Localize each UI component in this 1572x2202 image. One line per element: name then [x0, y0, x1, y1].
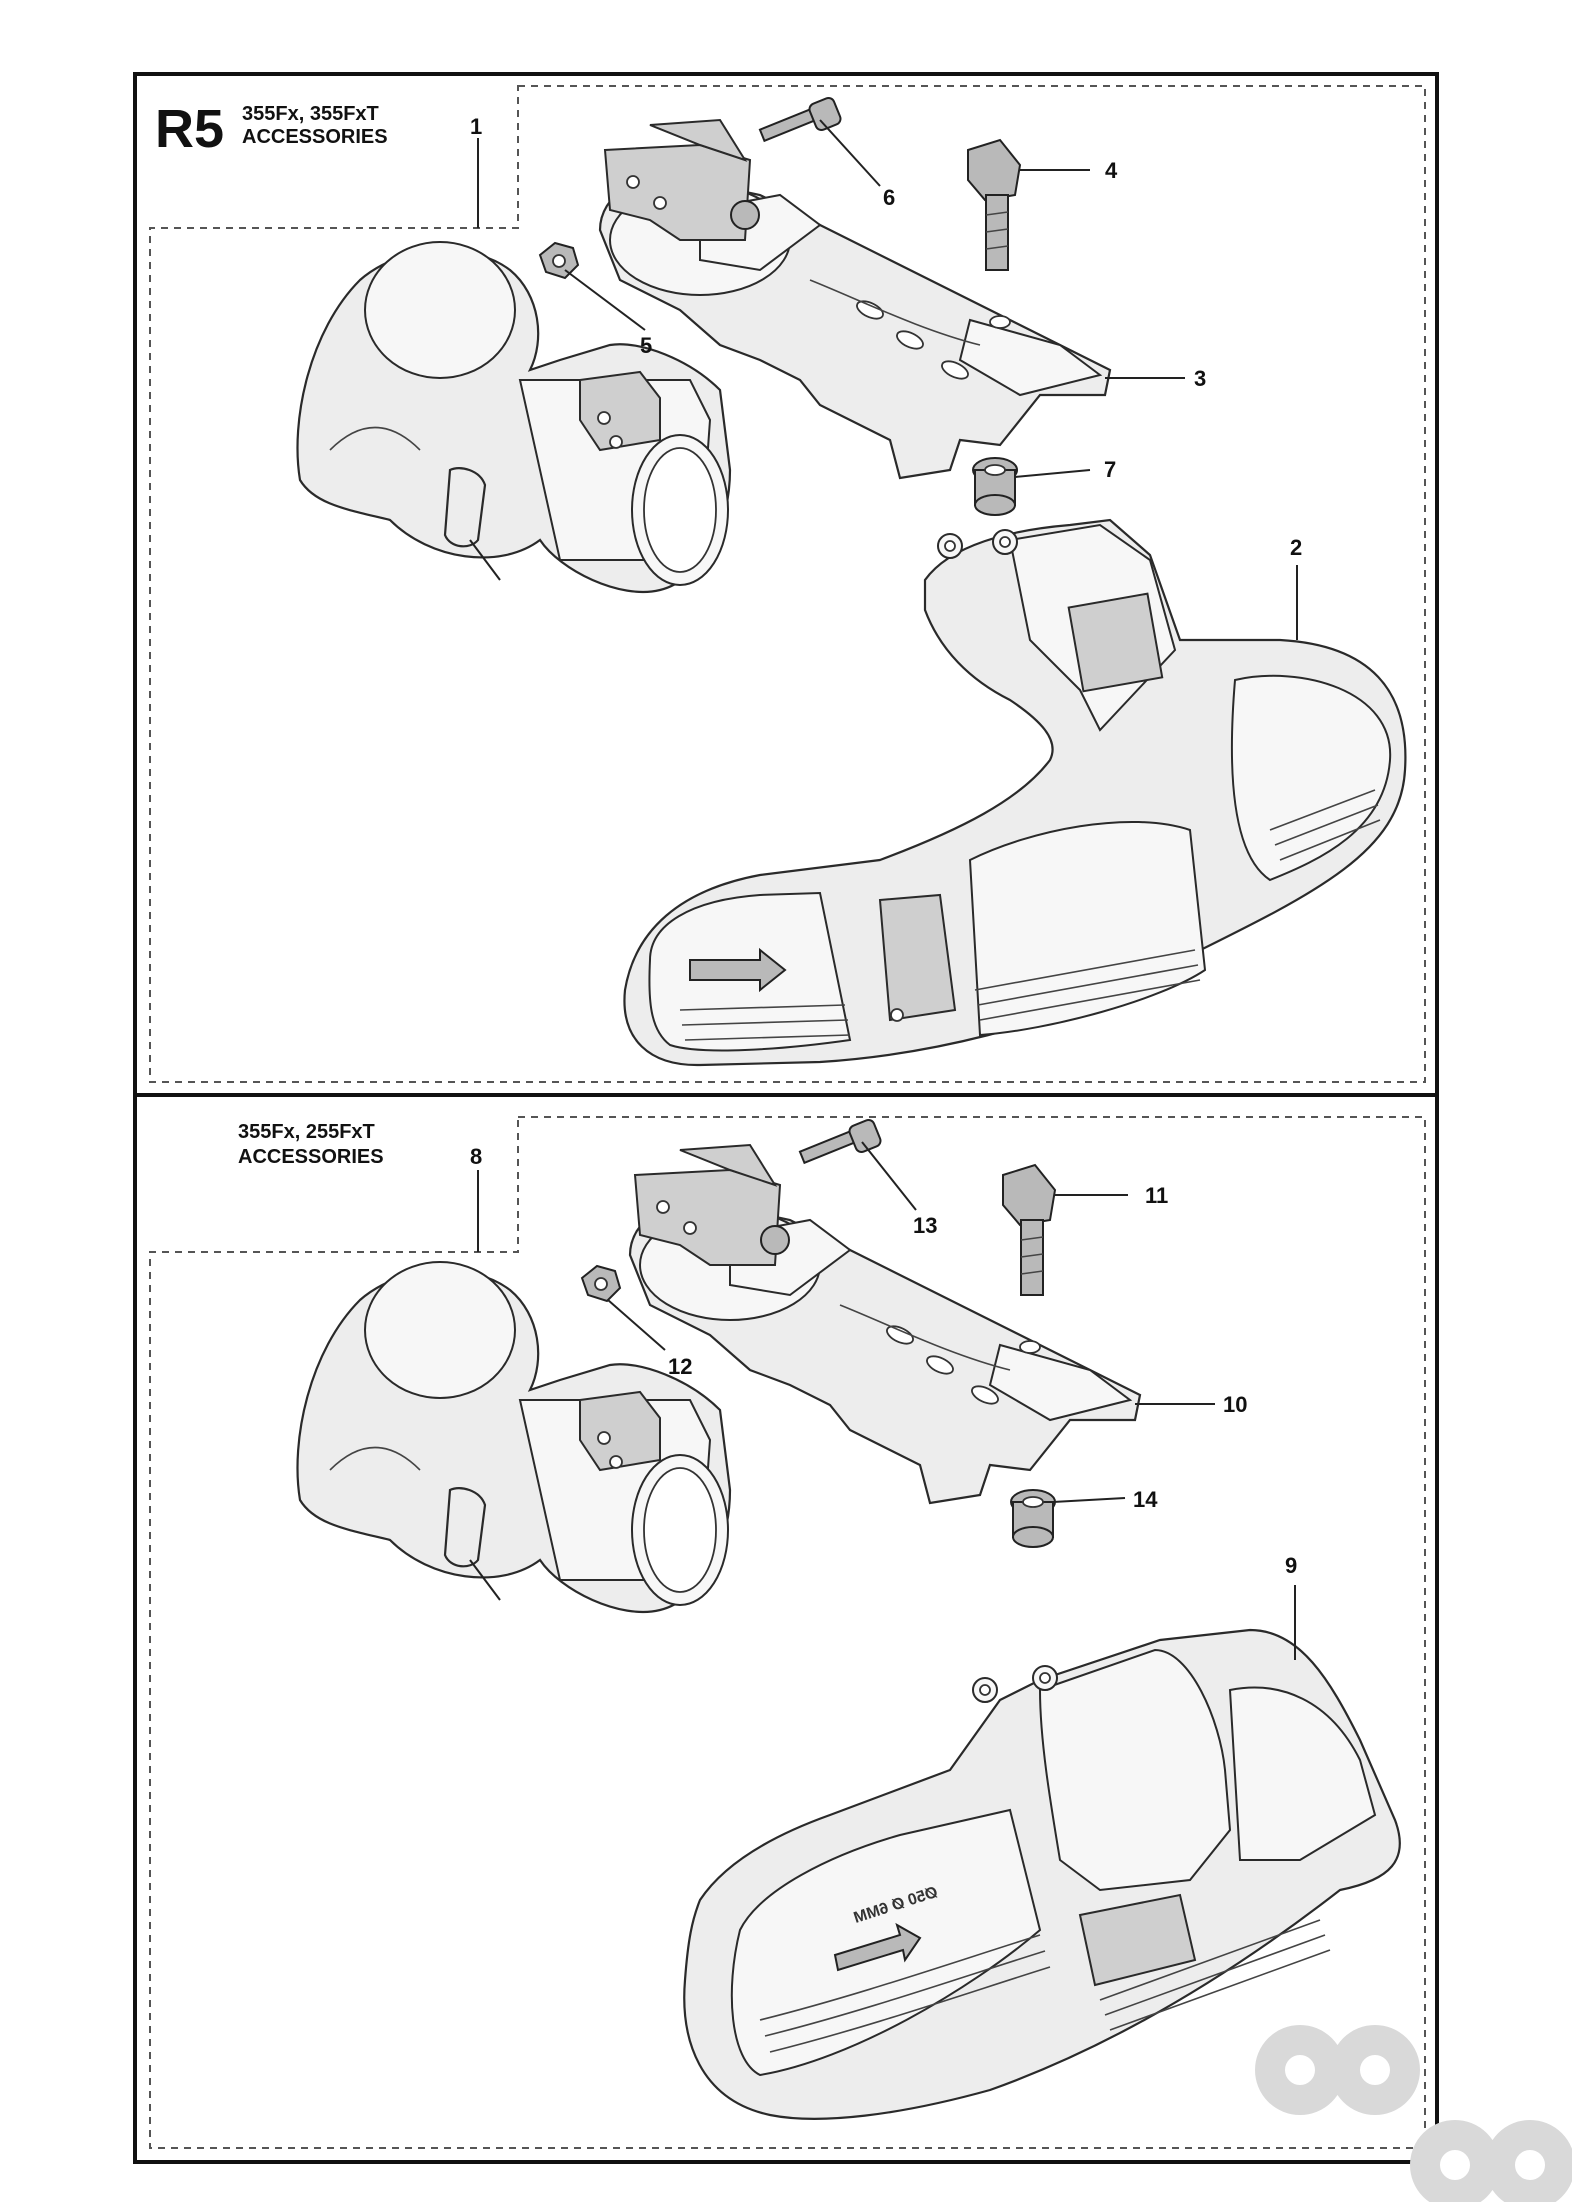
bottom-dashed-border	[149, 1116, 1426, 2149]
top-models: 355Fx, 355FxT	[242, 103, 379, 125]
top-dashed-border	[149, 85, 1426, 1083]
callout-6: 6	[883, 185, 895, 210]
top-title: ACCESSORIES	[242, 126, 388, 148]
callout-3: 3	[1194, 366, 1206, 391]
nut-bottom	[580, 1264, 622, 1303]
callout-7: 7	[1104, 457, 1116, 482]
bolt-bottom	[798, 1118, 882, 1165]
guard-top	[623, 518, 1407, 1067]
guard-bottom: Ø50 Ø 6MM	[683, 1628, 1401, 2120]
callout-4: 4	[1105, 158, 1118, 183]
callout-12: 12	[668, 1354, 692, 1379]
callout-5: 5	[640, 333, 652, 358]
bushing-top	[972, 457, 1018, 516]
guard-ribs-bottom	[759, 1919, 1331, 2053]
shaft-support-bottom	[628, 1143, 1142, 1505]
shaft-support-top	[598, 118, 1112, 480]
callout-10: 10	[1223, 1392, 1247, 1417]
watermark-logo	[1255, 2025, 1572, 2202]
bottom-title: ACCESSORIES	[238, 1146, 384, 1168]
bolt-top	[758, 96, 842, 143]
nut-top	[538, 241, 580, 280]
gear-housing-top	[296, 241, 732, 594]
callout-2: 2	[1290, 535, 1302, 560]
callout-11: 11	[1145, 1183, 1168, 1208]
bottom-models: 355Fx, 255FxT	[238, 1121, 375, 1143]
callout-13: 13	[913, 1213, 937, 1238]
callout-1: 1	[470, 114, 482, 139]
callout-9: 9	[1285, 1553, 1297, 1578]
thumb-screw-top	[967, 138, 1022, 271]
thumb-screw-bottom	[1002, 1163, 1057, 1296]
gear-housing-bottom	[296, 1261, 732, 1614]
bushing-bottom	[1010, 1489, 1056, 1548]
callout-14: 14	[1133, 1487, 1158, 1512]
outer-frame	[133, 72, 1439, 2164]
guard-ribs-top	[679, 789, 1381, 1041]
section-code: R5	[155, 99, 224, 159]
callout-8: 8	[470, 1144, 482, 1169]
